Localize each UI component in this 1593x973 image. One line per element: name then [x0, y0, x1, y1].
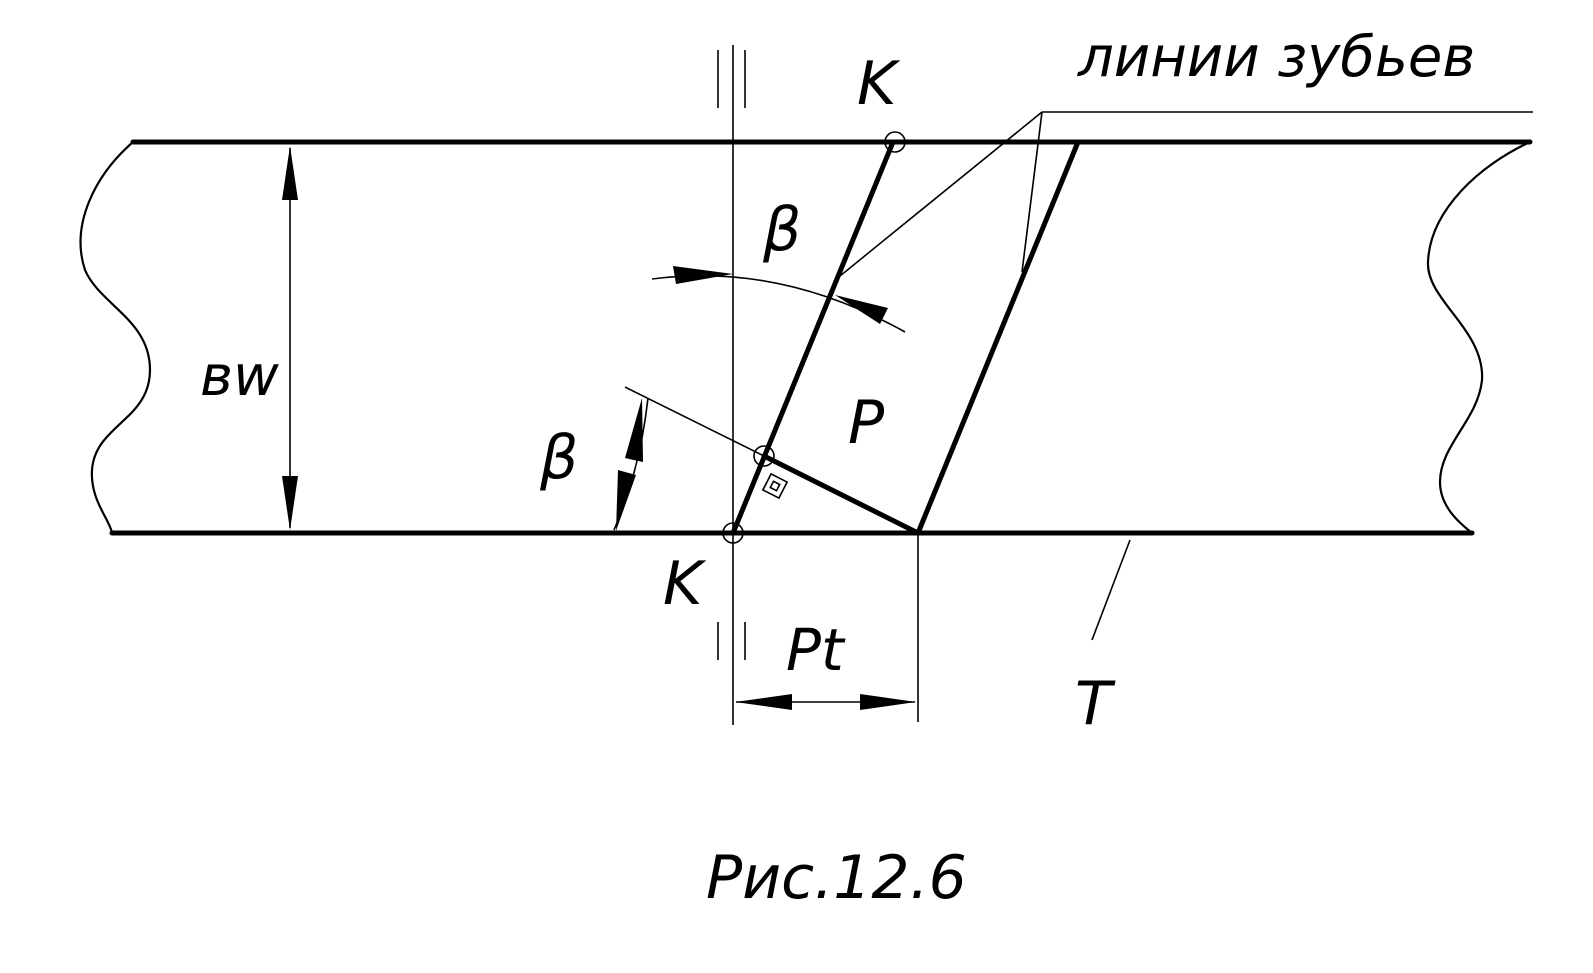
- right-angle-marker: [761, 472, 789, 500]
- label-pt: Pt: [786, 616, 846, 684]
- tooth-line-1: [730, 139, 896, 536]
- figure-caption: Рис.12.6: [706, 843, 967, 913]
- label-bw: вw: [200, 344, 279, 409]
- beta-left-arrow-top: [625, 398, 643, 462]
- point-k-bottom: [722, 522, 744, 544]
- label-tooth-lines: линии зубьев: [1077, 25, 1475, 90]
- beta-top-arrow-left: [673, 266, 733, 284]
- point-normal-foot: [753, 445, 775, 467]
- bw-arrow-top: [282, 146, 298, 200]
- tooth-lines-leader-2: [1021, 111, 1043, 273]
- beta-left-arrow-bottom: [616, 470, 636, 531]
- beta-top-arrow-right: [835, 295, 888, 324]
- left-break-line: [79, 141, 152, 534]
- label-k-top: K: [857, 49, 901, 119]
- label-beta-top: β: [762, 195, 801, 265]
- right-break-line: [1426, 141, 1531, 534]
- tooth-lines-leader-1: [839, 111, 1043, 277]
- t-leader: [1091, 539, 1131, 641]
- pt-arrow-right: [860, 694, 916, 710]
- normal-pitch-extension: [624, 386, 765, 457]
- tooth-line-2: [915, 139, 1081, 536]
- point-k-top: [884, 131, 906, 153]
- label-beta-left: β: [539, 423, 578, 493]
- label-t: T: [1075, 669, 1116, 739]
- pt-arrow-left: [735, 694, 792, 710]
- bw-arrow-bottom: [282, 476, 298, 530]
- normal-pitch-line: [761, 453, 921, 536]
- label-k-bottom: K: [663, 549, 707, 619]
- label-p: P: [848, 388, 885, 458]
